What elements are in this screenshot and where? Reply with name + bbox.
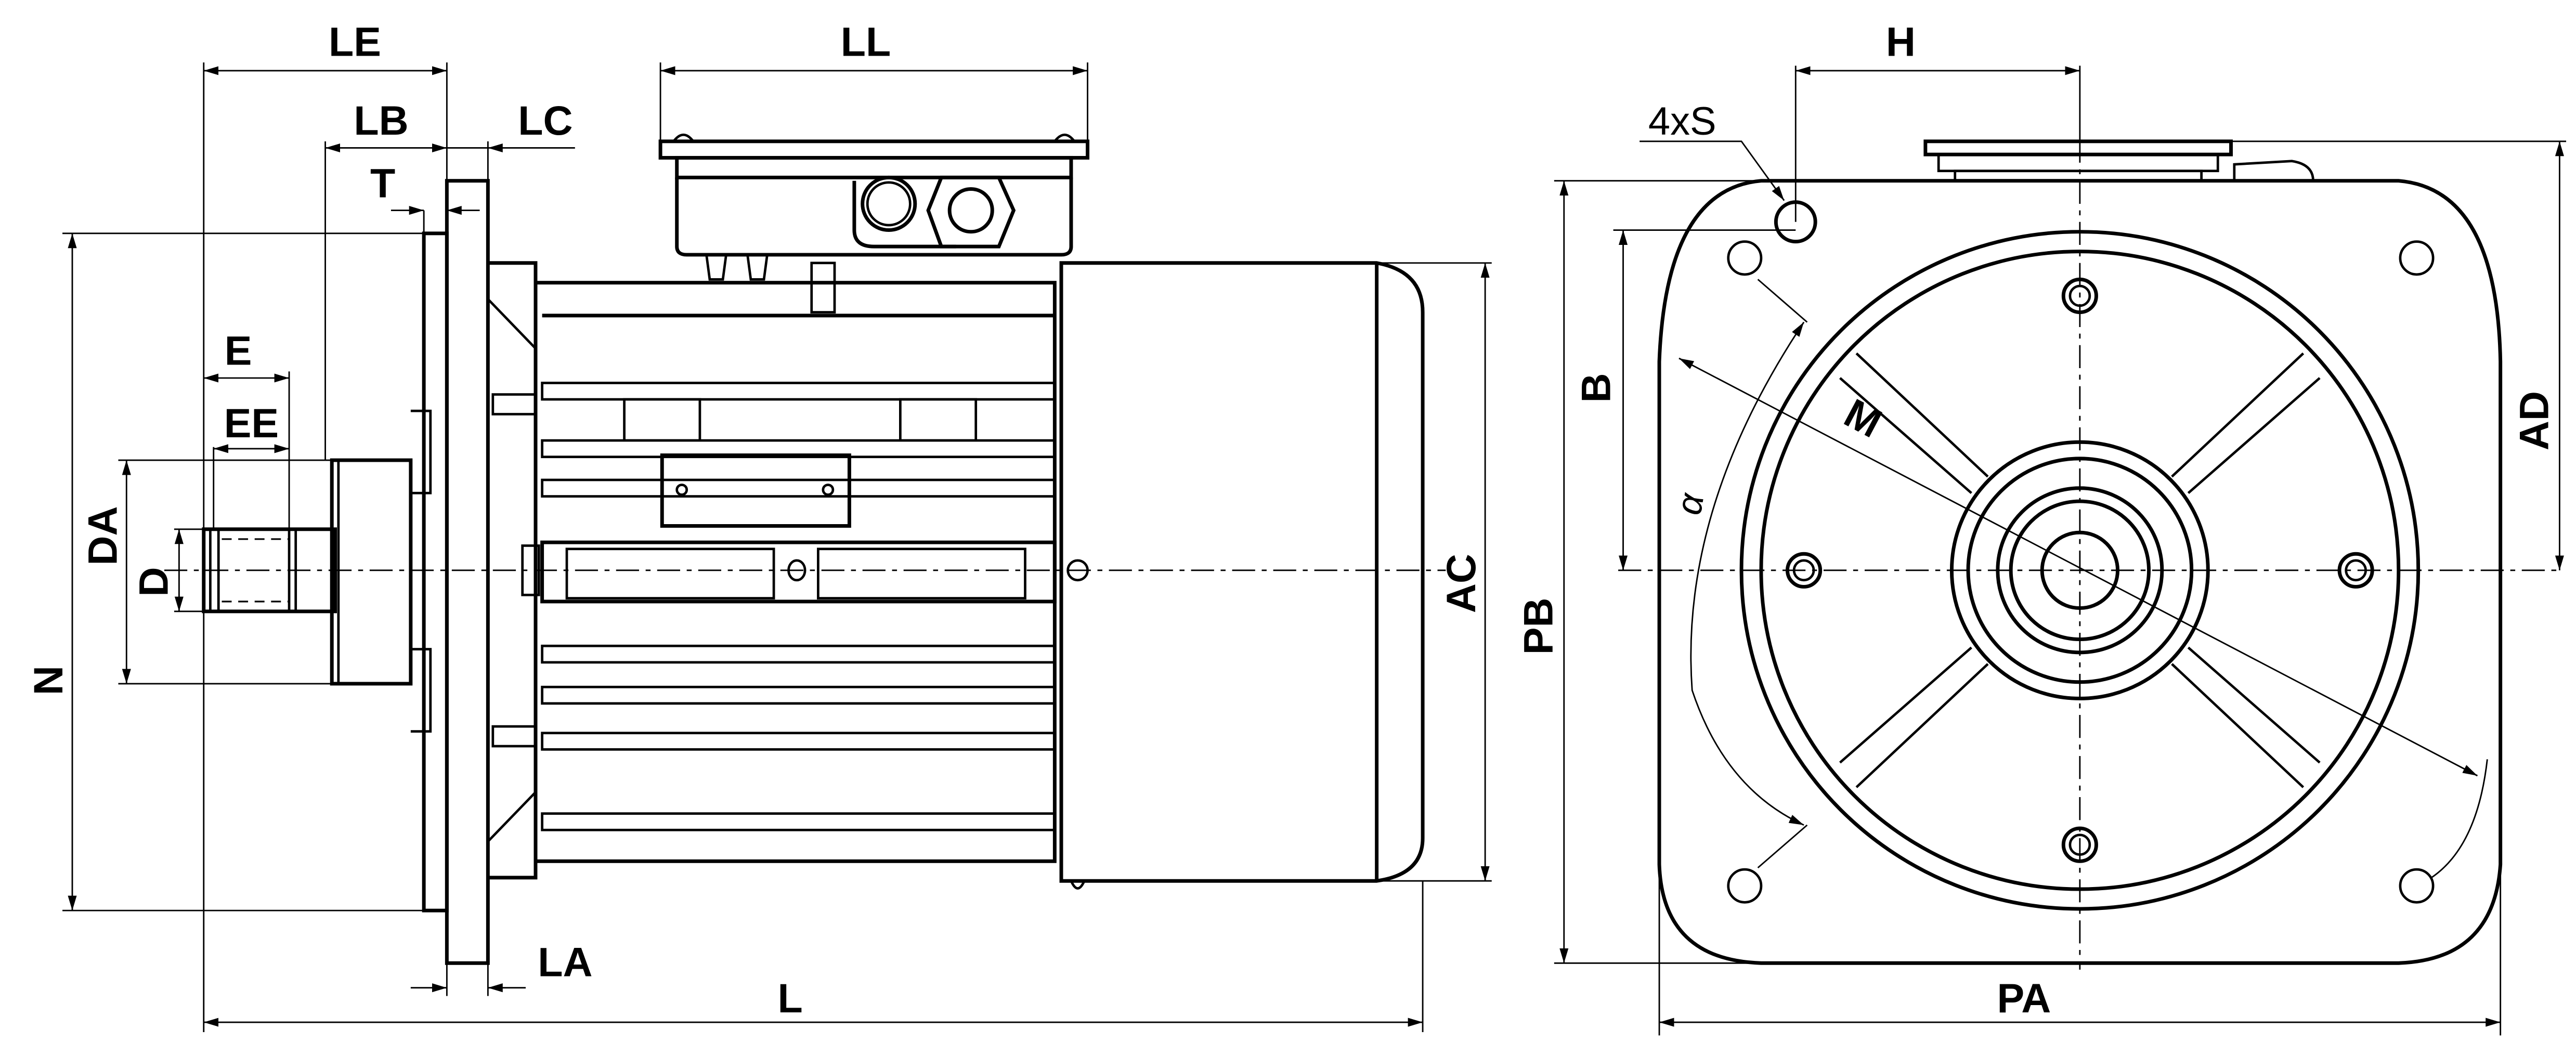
dim-label-AD: AD [2510, 391, 2557, 450]
side-dimensions [62, 62, 1492, 1033]
fan-cover [1059, 261, 1425, 883]
side-view: LE LL LB LC T E EE DA D N AC LA L [25, 18, 1492, 1033]
dim-label-D: D [130, 567, 176, 596]
flange-plate [445, 179, 490, 965]
dim-label-LA: LA [538, 939, 592, 985]
dim-label-LB: LB [354, 97, 408, 144]
bearing-hub [330, 409, 432, 733]
dim-label-E: E [225, 328, 252, 374]
drain-plug [1070, 880, 1086, 890]
cooling-fins [541, 382, 1056, 831]
dim-label-EE: EE [224, 400, 279, 446]
dim-label-LC: LC [518, 97, 573, 144]
terminal-box [658, 133, 1090, 314]
shaft [202, 527, 337, 614]
dim-label-LL: LL [841, 18, 891, 64]
end-dimensions [1554, 66, 2567, 1036]
dim-label-B: B [1572, 373, 1619, 402]
alpha-angle-arc [1690, 321, 1805, 826]
dim-label-PB: PB [1515, 597, 1562, 655]
dim-label-N: N [25, 666, 71, 695]
dim-label-L: L [778, 975, 803, 1021]
ground-screw [1066, 559, 1089, 582]
flange-plate-outline [1657, 179, 2503, 965]
dim-label-H: H [1886, 18, 1916, 64]
dim-label-M: M [1837, 389, 1889, 447]
dim-label-AC: AC [1438, 554, 1484, 613]
terminal-box-end [1923, 139, 2314, 183]
dim-label-alpha: α [1668, 489, 1712, 518]
dim-label-T: T [370, 160, 395, 206]
dim-label-DA: DA [79, 506, 125, 565]
dim-label-4xS: 4xS [1648, 99, 1716, 144]
stator-body [534, 281, 1089, 863]
mounting-holes [1727, 200, 2435, 904]
end-view: H 4xS B AD M α PB PA [1515, 18, 2567, 1036]
dim-label-PA: PA [1997, 975, 2051, 1021]
nameplate [660, 453, 851, 528]
dim-label-LE: LE [329, 18, 381, 64]
flange-spigot [422, 231, 449, 913]
pitch-diameter-line [1679, 357, 2478, 777]
